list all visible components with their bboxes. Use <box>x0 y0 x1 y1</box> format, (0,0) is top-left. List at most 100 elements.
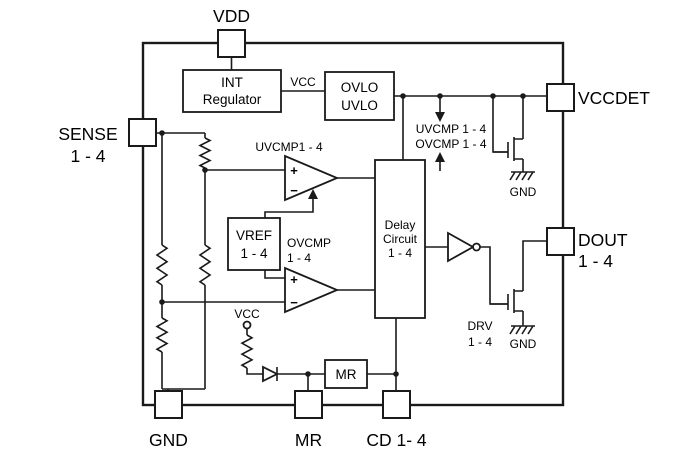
pin-vccdet: VCCDET <box>546 83 650 112</box>
pin-mr: MR <box>294 390 323 450</box>
plus-sign: + <box>290 163 298 178</box>
vref-arrow-icon <box>308 189 318 199</box>
pin-sense: SENSE 1 - 4 <box>58 118 157 166</box>
resistor <box>155 317 169 353</box>
comparator-uvcmp: + − <box>284 154 340 202</box>
net-comparator-outputs <box>337 177 375 291</box>
int-regulator-line1: INT <box>221 75 243 90</box>
inverter-gate <box>447 231 481 263</box>
junction-dot <box>305 371 311 377</box>
comparator-icon <box>284 266 340 314</box>
block-box <box>374 159 426 319</box>
uvcmp-title-label: UVCMP1 - 4 <box>255 140 323 154</box>
pin-square <box>217 29 246 58</box>
net-ovlo-vccdet <box>394 95 547 171</box>
ovlo-line: OVLO <box>341 80 379 95</box>
pin-gnd: GND <box>149 390 188 450</box>
dout-pin-label-line2: 1 - 4 <box>578 251 613 271</box>
uvcmp-signal-label: UVCMP 1 - 4 <box>416 122 487 136</box>
drv-label-line1: DRV <box>467 319 492 333</box>
junction-dot <box>520 93 526 99</box>
drv-label-line2: 1 - 4 <box>468 335 492 349</box>
mosfet-icon <box>490 289 523 313</box>
gnd-upper-label: GND <box>510 185 537 199</box>
junction-dot <box>393 371 399 377</box>
wires <box>156 57 547 392</box>
resistor-network <box>155 137 254 369</box>
net-mr-cd <box>246 318 397 392</box>
comparator-icon <box>284 154 340 202</box>
ground-icon <box>509 171 535 181</box>
mosfet-dout <box>490 289 523 313</box>
vdd-pin-label: VDD <box>213 6 250 26</box>
pin-square <box>546 227 575 256</box>
mr-pin-label: MR <box>295 430 322 450</box>
mosfet-vccdet <box>493 137 523 161</box>
block-ovlo-uvlo: OVLO UVLO <box>324 71 395 121</box>
ovcmp-signal-label: OVCMP 1 - 4 <box>415 137 486 151</box>
up-arrow-icon <box>435 152 445 162</box>
vcc-terminal-icon <box>242 320 252 330</box>
vcc-pullup-node: VCC <box>234 307 260 330</box>
vcc-pullup-label: VCC <box>234 307 260 321</box>
block-vref: VREF 1 - 4 <box>227 217 281 271</box>
pin-vdd: VDD <box>213 6 250 58</box>
delay-line1: Delay <box>385 218 416 232</box>
mr-diode <box>262 365 280 383</box>
vref-line1: VREF <box>236 228 272 243</box>
junction-dots <box>159 93 526 377</box>
resistor <box>240 334 254 369</box>
ground-symbol-upper: GND <box>509 171 537 199</box>
junction-dot <box>437 93 443 99</box>
pin-square <box>294 390 323 419</box>
net-sense-dividers <box>156 132 285 392</box>
ground-symbol-lower: GND <box>509 325 537 351</box>
pin-square <box>546 83 575 112</box>
ovcmp-title-line1: OVCMP <box>287 236 331 250</box>
resistor <box>198 137 212 169</box>
junction-dot <box>490 93 496 99</box>
gnd-pin-label: GND <box>149 430 188 450</box>
down-arrow-icon <box>435 112 445 122</box>
minus-sign: − <box>290 295 298 310</box>
junction-dot <box>159 130 165 136</box>
block-delay-circuit: Delay Circuit 1 - 4 <box>374 159 426 319</box>
block-int-regulator: INT Regulator <box>182 69 282 113</box>
block-box <box>324 359 368 389</box>
inverter-icon <box>447 231 475 263</box>
vref-line2: 1 - 4 <box>240 246 268 261</box>
vccdet-pin-label: VCCDET <box>578 88 650 108</box>
uvlo-line: UVLO <box>341 98 378 113</box>
gnd-lower-label: GND <box>510 337 537 351</box>
net-inverter-to-gate <box>480 246 508 305</box>
inverter-bubble-icon <box>472 242 481 252</box>
block-box <box>227 217 281 271</box>
pin-square <box>382 390 411 419</box>
diode-icon <box>262 365 280 383</box>
junction-dot <box>159 299 165 305</box>
ovcmp-title-line2: 1 - 4 <box>287 251 311 265</box>
junction-dot <box>400 93 406 99</box>
sense-pin-label-line2: 1 - 4 <box>70 146 105 166</box>
ground-icon <box>509 325 535 335</box>
block-box <box>324 71 395 121</box>
int-regulator-line2: Regulator <box>203 92 262 107</box>
pin-square <box>128 118 157 147</box>
resistor <box>155 244 169 286</box>
cd-pin-label: CD 1- 4 <box>366 430 427 450</box>
comparator-ovcmp: + − <box>284 266 340 314</box>
mosfet-icon <box>493 137 523 161</box>
pin-dout: DOUT 1 - 4 <box>546 227 628 271</box>
plus-sign: + <box>290 272 298 287</box>
ic-boundary <box>141 41 565 407</box>
vcc-internal-label: VCC <box>290 75 316 89</box>
block-box <box>182 69 282 113</box>
pin-cd: CD 1- 4 <box>366 390 427 450</box>
signal-arrows <box>308 112 445 199</box>
pin-square <box>154 390 183 419</box>
dout-pin-label-line1: DOUT <box>578 230 628 250</box>
delay-line3: 1 - 4 <box>388 246 412 260</box>
floating-labels: VCC UVCMP1 - 4 OVCMP 1 - 4 UVCMP 1 - 4 O… <box>255 75 492 349</box>
